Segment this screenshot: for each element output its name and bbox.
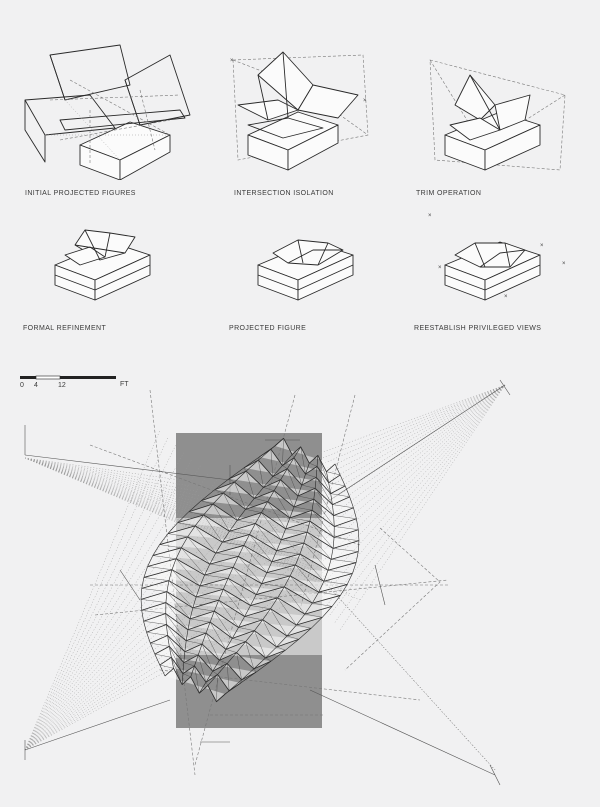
projection-plane-lower: [176, 655, 322, 728]
diagram-reestablish-privileged-views: × × × × ×: [428, 213, 566, 301]
diagram-projected-figure: [257, 239, 354, 301]
panel-trim-operation: TRIM OPERATION: [410, 50, 580, 197]
scale-tick-0: 0: [20, 382, 24, 389]
diagram-formal-refinement: [54, 229, 151, 301]
panel-intersection-isolation: × × INTERSECTION ISOLATION: [228, 40, 388, 197]
scale-bar: 0 4 12 FT: [20, 374, 140, 394]
folded-figure: [140, 437, 360, 703]
svg-text:×: ×: [562, 261, 566, 267]
svg-text:×: ×: [363, 98, 367, 104]
scale-unit: FT: [120, 381, 129, 388]
main-projection-drawing: [0, 370, 600, 807]
panel-caption: REESTABLISH PRIVILEGED VIEWS: [414, 325, 542, 332]
dimension-lines: [24, 379, 511, 786]
svg-text:×: ×: [438, 265, 442, 271]
panel-formal-refinement: FORMAL REFINEMENT: [20, 225, 190, 335]
panel-caption: INTERSECTION ISOLATION: [234, 190, 334, 197]
svg-text:×: ×: [428, 213, 432, 219]
svg-text:×: ×: [504, 294, 508, 300]
panel-caption: FORMAL REFINEMENT: [23, 325, 107, 332]
svg-text:×: ×: [540, 243, 544, 249]
panel-caption: PROJECTED FIGURE: [229, 325, 307, 332]
panel-caption: TRIM OPERATION: [416, 190, 482, 197]
scale-tick-4: 4: [34, 382, 38, 389]
panel-caption: INITIAL PROJECTED FIGURES: [25, 190, 136, 197]
scale-tick-12: 12: [58, 382, 66, 389]
main-projection-svg: [24, 379, 511, 786]
panel-initial-projected-figures: INITIAL PROJECTED FIGURES: [20, 40, 200, 197]
scale-bar-graphic: [20, 375, 116, 380]
diagram-initial-projected-figures: [24, 44, 191, 180]
diagram-intersection-isolation: × ×: [230, 51, 369, 171]
panel-reestablish-privileged-views: × × × × × REESTABLISH PRIVILEGED VIEWS: [410, 205, 580, 335]
panel-projected-figure: PROJECTED FIGURE: [228, 225, 388, 335]
diagram-trim-operation: [429, 59, 566, 171]
svg-text:×: ×: [230, 58, 234, 64]
